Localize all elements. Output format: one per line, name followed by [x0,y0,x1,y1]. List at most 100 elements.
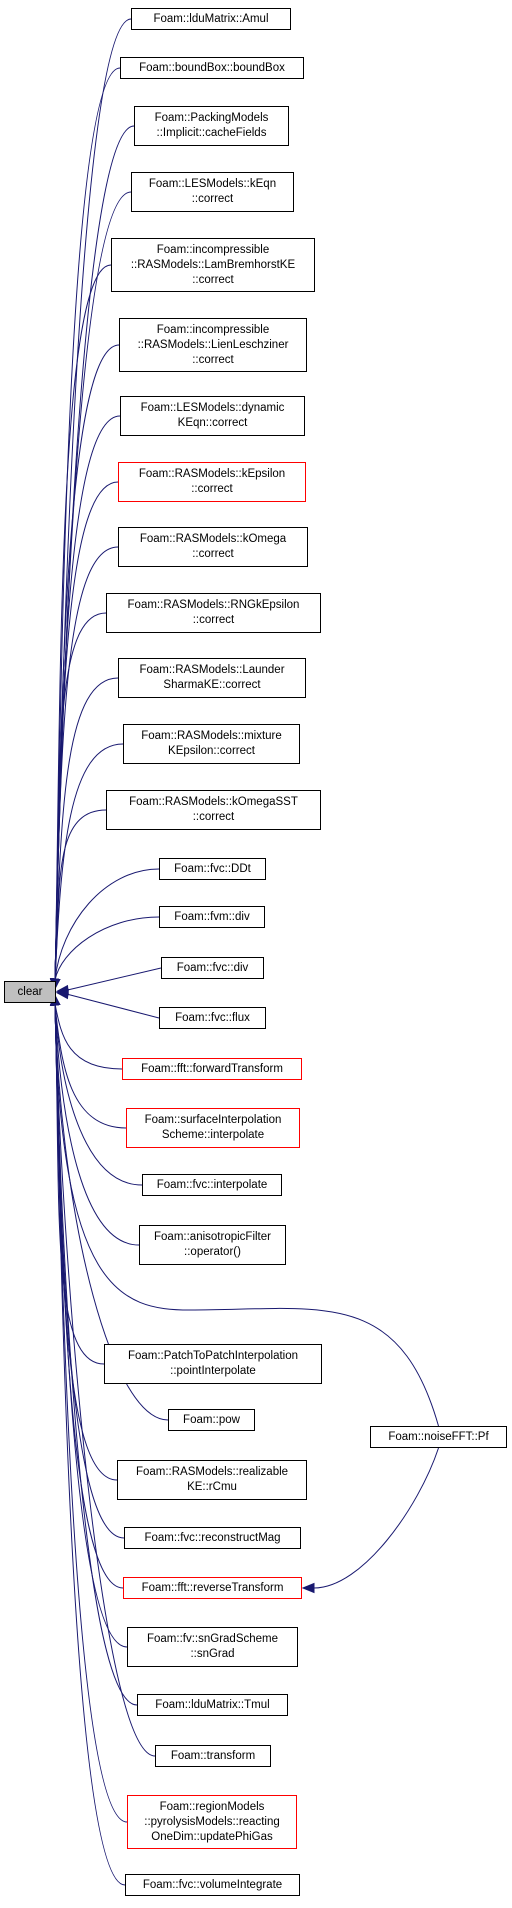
edge-n19 [54,1003,127,1129]
node-patchtopatchinterpolation-pointinterpolate[interactable]: Foam::PatchToPatchInterpolation::pointIn… [104,1344,322,1384]
edge-n10 [54,612,107,981]
n3-label-line: Foam::PackingModels [154,112,269,124]
n21-label-line: Foam::anisotropicFilter [154,1231,271,1243]
n30-label-line: ::pyrolysisModels::reacting [144,1815,280,1828]
n5-label-line: ::RASModels::LamBremhorstKE [130,258,296,271]
n10-label-line: Foam::RASModels::RNGkEpsilon [127,599,300,611]
n24-label-line: Foam::RASModels::realizable [135,1466,289,1478]
node-ldumatrix-tmul[interactable]: Foam::lduMatrix::Tmul [137,1694,288,1716]
node-boundbox-boundbox[interactable]: Foam::boundBox::boundBox [120,57,304,79]
node-ldumatrix-amul[interactable]: Foam::lduMatrix::Amul [131,8,291,30]
n16-label-line: Foam::fvc::div [176,961,249,974]
n2-label-line: Foam::boundBox::boundBox [139,61,285,74]
n19-label-line: Foam::surfaceInterpolation [144,1114,282,1126]
edge-n32-n26 [313,1447,439,1589]
n4-label-line: ::correct [191,193,234,205]
node-clear: clear [4,981,56,1003]
n15-label-line: Foam::fvm::div [174,910,250,923]
n4-label-line: Foam::LESModels::kEqn [148,178,277,190]
edge-n15 [54,916,160,981]
n3-label-line: ::Implicit::cacheFields [156,127,267,139]
n31-label-line: Foam::fvc::volumeIntegrate [142,1878,283,1891]
n22-label-line: Foam::PatchToPatchInterpolation [127,1350,299,1362]
n27-label-line: Foam::fv::snGradScheme [146,1633,279,1645]
node-fvc-div[interactable]: Foam::fvc::div [161,957,264,979]
node-rasmodels-komega-correct[interactable]: Foam::RASModels::kOmega::correct [118,527,308,567]
n12-label-line: Foam::RASModels::mixture [141,730,282,742]
node-fvc-flux[interactable]: Foam::fvc::flux [159,1007,266,1029]
node-noisefft-pf[interactable]: Foam::noiseFFT::Pf [370,1426,507,1448]
n20-label-line: Foam::fvc::interpolate [156,1178,268,1191]
n27-label-line: ::snGrad [190,1648,235,1660]
node-clear-label: clear [17,985,43,998]
n9-label-line: Foam::RASModels::kOmega [139,533,287,545]
n18-label-line: Foam::fft::forwardTransform [141,1062,283,1075]
n29-label-line: Foam::transform [170,1749,256,1762]
node-reactingonedim-updatephigas[interactable]: Foam::regionModels::pyrolysisModels::rea… [127,1795,297,1849]
n21-label-line: ::operator() [184,1246,241,1258]
n7-label-line: Foam::LESModels::dynamic [140,402,285,414]
n25-label-line: Foam::fvc::reconstructMag [144,1531,281,1544]
node-fft-forwardtransform[interactable]: Foam::fft::forwardTransform [122,1058,302,1080]
n10-label-line: ::correct [192,614,235,626]
n24-label-line: KE::rCmu [187,1481,237,1493]
n28-label-line: Foam::lduMatrix::Tmul [155,1698,270,1711]
node-pow[interactable]: Foam::pow [168,1409,255,1431]
node-rasmodels-komegasst-correct[interactable]: Foam::RASModels::kOmegaSST::correct [106,790,321,830]
edge-n20 [54,1003,143,1186]
n30-label-line: OneDim::updatePhiGas [151,1830,273,1843]
n14-label-line: Foam::fvc::DDt [174,862,251,875]
n32-label-line: Foam::noiseFFT::Pf [388,1430,489,1443]
n9-label-line: ::correct [192,548,234,560]
n7-label-line: KEqn::correct [177,417,248,429]
edge-n32 [54,1003,439,1427]
n30-label-line: Foam::regionModels [159,1800,265,1813]
edge-n28 [54,1003,138,1706]
edge-n23 [54,1003,169,1421]
n8-label-line: ::correct [191,483,233,495]
node-lambremhorstke-correct[interactable]: Foam::incompressible::RASModels::LamBrem… [111,238,315,292]
node-fvc-reconstructmag[interactable]: Foam::fvc::reconstructMag [124,1527,301,1549]
node-rasmodels-kepsilon-correct[interactable]: Foam::RASModels::kEpsilon::correct [118,462,306,502]
node-fvm-div[interactable]: Foam::fvm::div [159,906,265,928]
n1-label-line: Foam::lduMatrix::Amul [153,12,269,25]
node-lienleschziner-correct[interactable]: Foam::incompressible::RASModels::LienLes… [119,318,307,372]
edge-n21 [54,1003,140,1246]
n13-label-line: Foam::RASModels::kOmegaSST [129,796,298,808]
n13-label-line: ::correct [192,811,235,823]
node-transform[interactable]: Foam::transform [155,1745,271,1767]
n22-label-line: ::pointInterpolate [170,1365,256,1377]
node-fv-sngradscheme-sngrad[interactable]: Foam::fv::snGradScheme::snGrad [127,1627,298,1667]
edge-n29 [54,1003,156,1757]
node-fft-reversetransform[interactable]: Foam::fft::reverseTransform [123,1577,302,1599]
node-lesmodels-keqn-correct[interactable]: Foam::LESModels::kEqn::correct [131,172,294,212]
n6-label-line: ::correct [192,353,234,366]
node-fvc-interpolate[interactable]: Foam::fvc::interpolate [142,1174,282,1196]
node-fvc-ddt[interactable]: Foam::fvc::DDt [159,858,266,880]
node-packingmodels-implicit-cachefields[interactable]: Foam::PackingModels::Implicit::cacheFiel… [134,106,289,146]
edge-n17 [66,993,160,1019]
edge-n14 [54,868,160,981]
arrowhead-n17 [55,988,69,1000]
edge-n16 [66,967,162,991]
n6-label-line: Foam::incompressible [156,323,270,336]
node-anisotropicfilter-operator[interactable]: Foam::anisotropicFilter::operator() [139,1225,286,1265]
edge-n31 [54,1003,126,1886]
n12-label-line: KEpsilon::correct [168,745,255,757]
edge-n12 [54,743,124,981]
n6-label-line: ::RASModels::LienLeschziner [137,338,289,351]
n5-label-line: ::correct [192,273,234,286]
arrowhead-n32-n26 [301,1582,315,1594]
node-fvc-volumeintegrate[interactable]: Foam::fvc::volumeIntegrate [125,1874,300,1896]
n17-label-line: Foam::fvc::flux [175,1011,250,1024]
n23-label-line: Foam::pow [183,1413,240,1426]
edge-n13 [54,809,107,981]
node-rasmodels-rngkepsilon-correct[interactable]: Foam::RASModels::RNGkEpsilon::correct [106,593,321,633]
